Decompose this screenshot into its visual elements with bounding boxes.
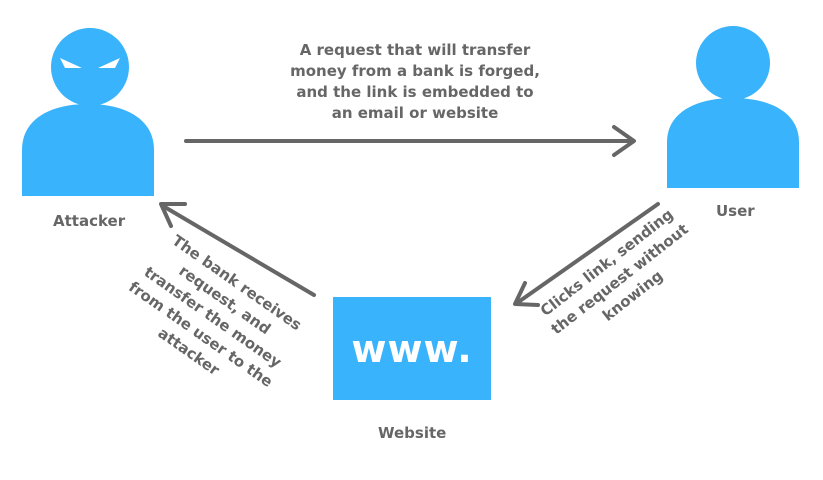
user-label: User: [716, 202, 755, 220]
arrow-attacker-to-user: [184, 125, 636, 157]
user-body: [667, 98, 799, 188]
attacker-mask-eyes: [60, 58, 120, 68]
user-icon: [667, 26, 799, 188]
user-head: [696, 26, 770, 100]
masked-attacker-icon: [22, 28, 154, 196]
edge-label-attacker-to-user: A request that will transfer money from …: [290, 41, 540, 122]
website-label: Website: [378, 424, 447, 442]
attacker-head: [51, 28, 129, 106]
arrow-website-to-attacker: [159, 202, 316, 297]
website-box: www.: [333, 297, 491, 400]
attacker-body: [22, 104, 154, 196]
attacker-label: Attacker: [53, 212, 126, 230]
website-box-text: www.: [351, 326, 473, 371]
arrow-user-to-website: [513, 202, 660, 307]
